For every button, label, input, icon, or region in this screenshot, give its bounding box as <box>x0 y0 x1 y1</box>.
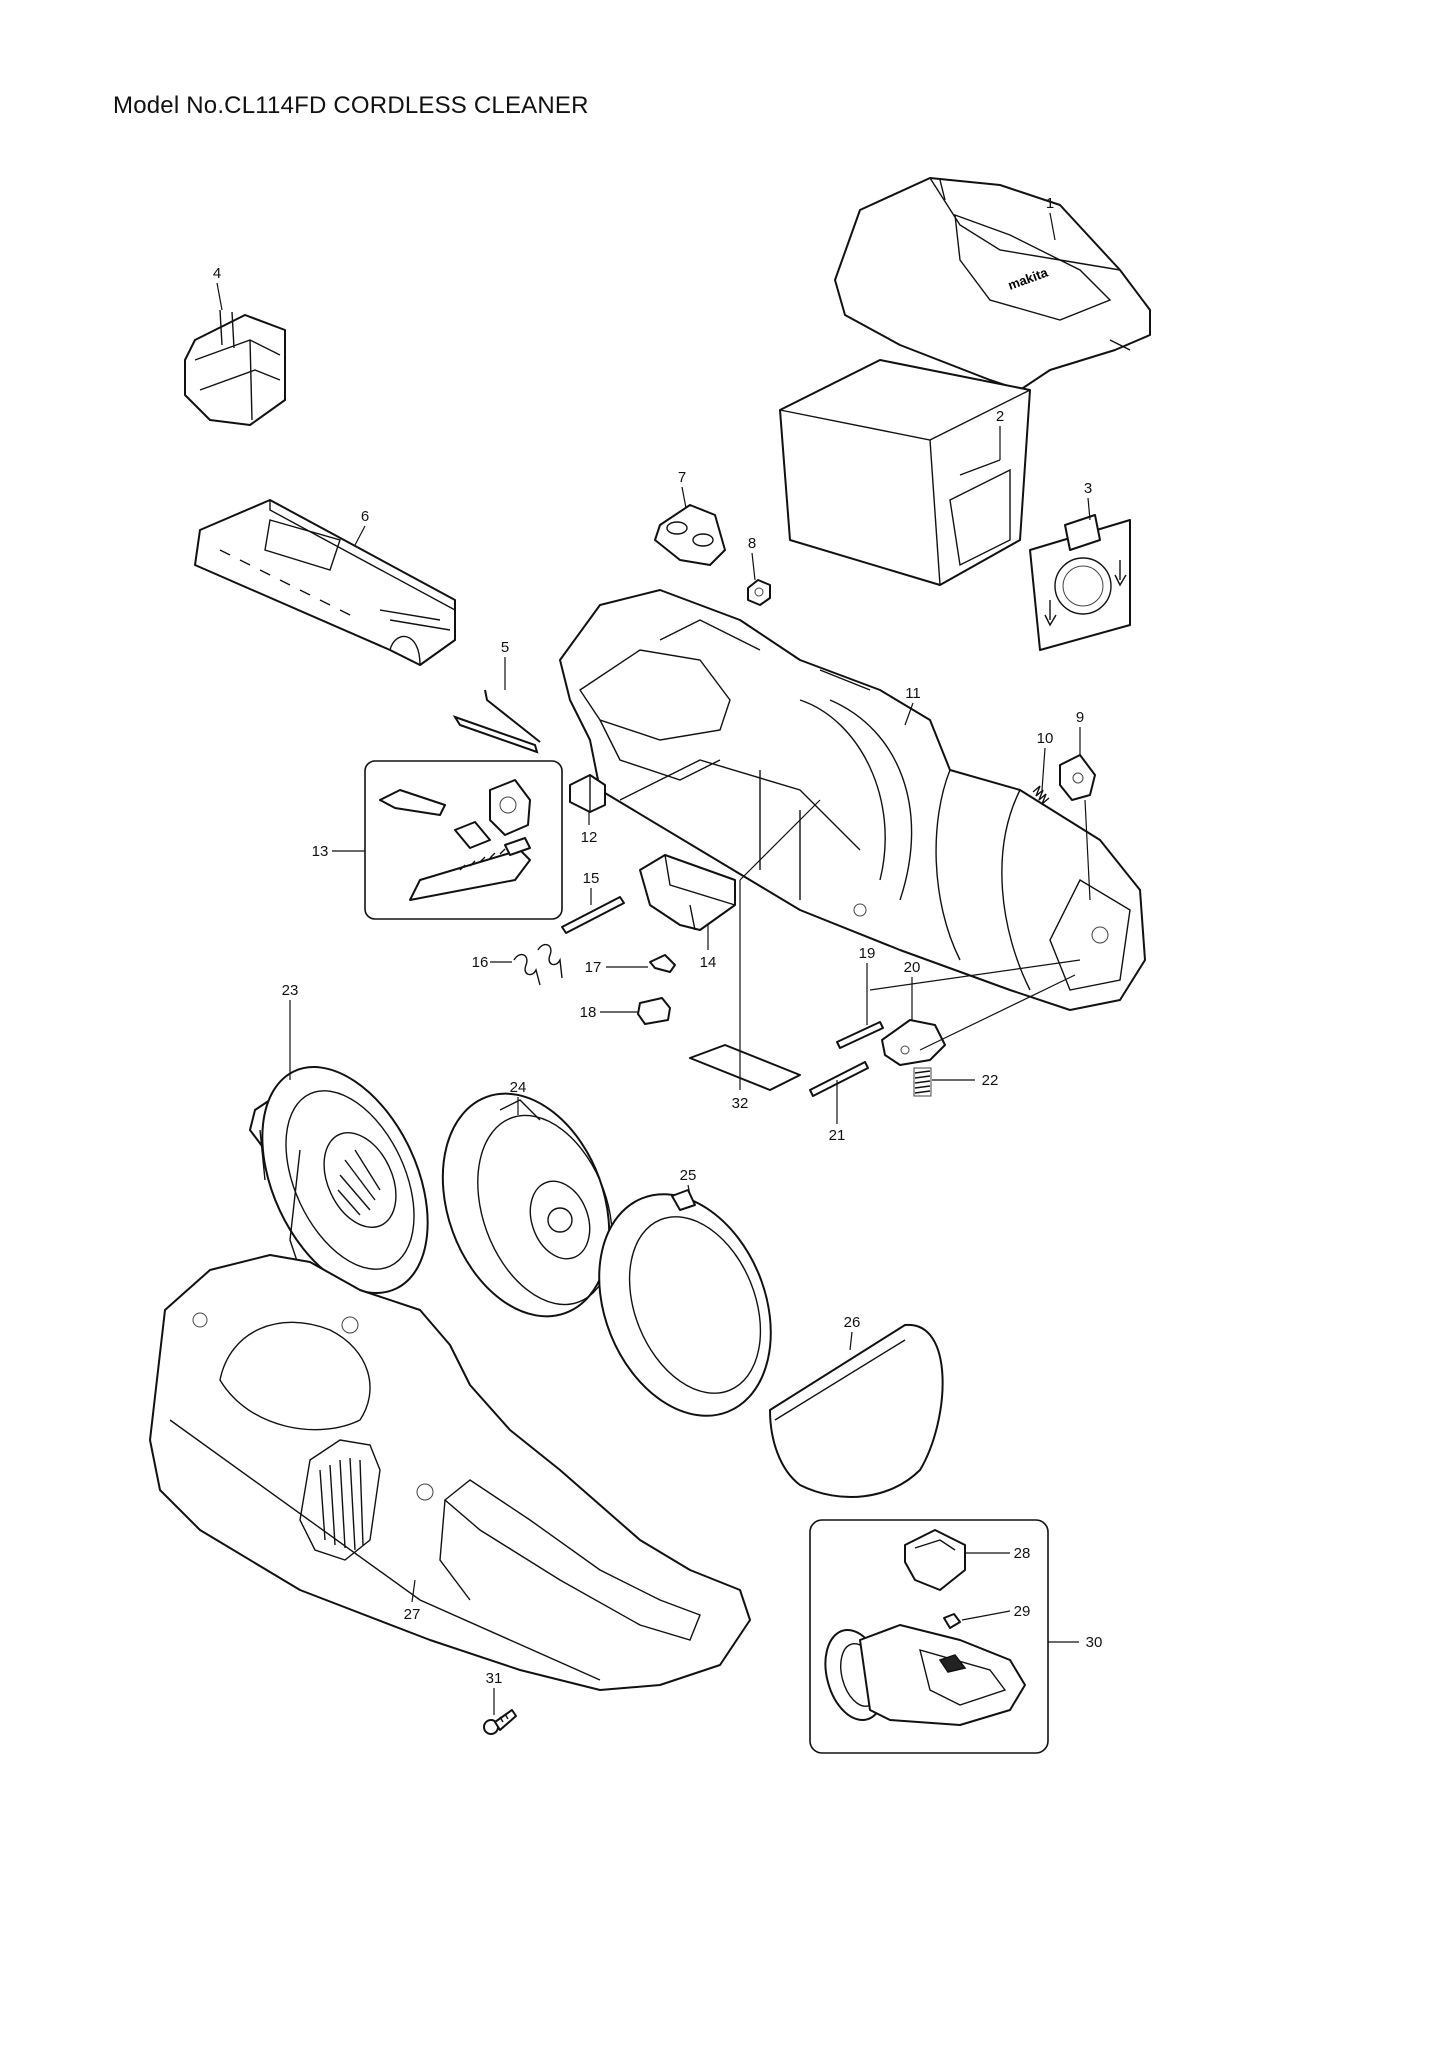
part-32-label <box>689 1044 801 1091</box>
part-number-label: 2 <box>996 408 1004 425</box>
part-26-filter <box>769 1323 944 1498</box>
part-number-label: 3 <box>1084 480 1092 497</box>
part-20-latch-button <box>881 1019 946 1066</box>
part-2-filter-case <box>779 359 1031 586</box>
part-22-spring <box>913 1067 932 1097</box>
part-number-label: 8 <box>748 535 756 552</box>
part-number-label: 30 <box>1086 1634 1103 1651</box>
part-9-lever <box>1059 754 1096 801</box>
part-number-label: 29 <box>1014 1603 1031 1620</box>
part-6-battery <box>194 499 456 666</box>
part-number-label: 17 <box>585 959 602 976</box>
part-11-housing <box>559 589 1146 1011</box>
part-number-label: 6 <box>361 508 369 525</box>
part-number-label: 12 <box>581 829 598 846</box>
part-number-label: 21 <box>829 1127 846 1144</box>
part-number-label: 14 <box>700 954 717 971</box>
part-14-switch-housing <box>639 854 736 931</box>
part-number-label: 31 <box>486 1670 503 1687</box>
part-4-bracket <box>184 309 286 426</box>
part-number-label: 10 <box>1037 730 1054 747</box>
part-5-wire <box>452 689 541 754</box>
part-number-label: 13 <box>312 843 329 860</box>
part-3-plate <box>1029 514 1131 651</box>
part-1-cover: makita <box>834 177 1151 391</box>
part-10-spring <box>1032 785 1050 805</box>
part-23-motor-fan <box>249 1066 429 1294</box>
part-number-label: 23 <box>282 982 299 999</box>
part-16-springs <box>513 943 563 986</box>
part-30-nozzle-assembly-box <box>809 1519 1049 1754</box>
part-12-latch <box>569 774 606 813</box>
part-number-label: 15 <box>583 870 600 887</box>
part-number-label: 27 <box>404 1606 421 1623</box>
part-number-label: 11 <box>905 685 921 702</box>
part-13-switch-assembly-box <box>364 760 563 920</box>
part-number-label: 22 <box>982 1072 999 1089</box>
part-17-clip <box>649 954 676 973</box>
part-number-label: 7 <box>678 469 686 486</box>
part-number-label: 18 <box>580 1004 597 1021</box>
part-number-label: 26 <box>844 1314 861 1331</box>
part-number-label: 20 <box>904 959 921 976</box>
part-21-pin <box>809 1061 869 1097</box>
part-number-labels: 1 2 3 4 5 6 7 8 9 10 11 12 13 14 15 16 1… <box>213 195 1103 1687</box>
leader-lines <box>216 212 1091 1715</box>
part-number-label: 5 <box>501 639 509 656</box>
part-24-fan-housing <box>441 1092 613 1318</box>
part-number-label: 28 <box>1014 1545 1031 1562</box>
part-number-label: 4 <box>213 265 221 282</box>
part-18-block <box>637 997 671 1025</box>
part-number-label: 32 <box>732 1095 749 1112</box>
part-number-label: 19 <box>859 945 876 962</box>
part-19-pin <box>836 1021 884 1049</box>
part-31-screw <box>483 1709 517 1735</box>
part-27-housing-cover <box>149 1254 751 1691</box>
part-number-label: 24 <box>510 1079 527 1096</box>
part-7-switch-button <box>654 504 726 566</box>
part-number-label: 16 <box>472 954 489 971</box>
part-15-pin <box>561 896 625 934</box>
part-number-label: 9 <box>1076 709 1084 726</box>
part-25-ring <box>598 1189 772 1417</box>
page-title: Model No.CL114FD CORDLESS CLEANER <box>113 92 589 119</box>
part-number-label: 1 <box>1046 195 1054 212</box>
part-8-nut <box>747 579 771 606</box>
part-number-label: 25 <box>680 1167 697 1184</box>
